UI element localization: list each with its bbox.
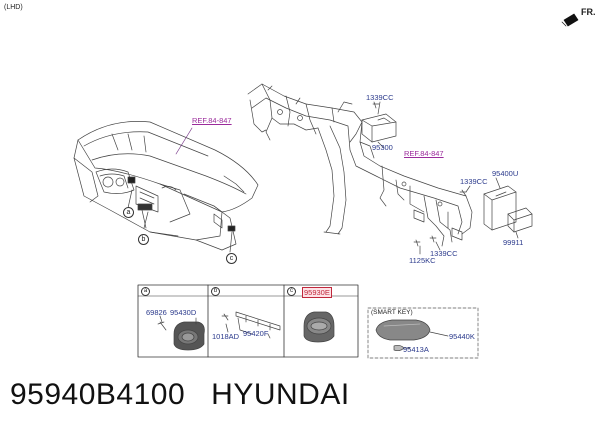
- part-label-99911: 99911: [503, 238, 524, 247]
- bracket-95420f-drawing: [221, 311, 281, 335]
- part-label-1339cc-bot: 1339CC: [430, 249, 458, 258]
- part-label-1018ad: 1018AD: [212, 332, 240, 341]
- part-label-95430d: 95430D: [170, 308, 197, 317]
- caption: 95940B4100 HYUNDAI: [10, 378, 376, 412]
- cross-member-drawing: [247, 83, 473, 247]
- module-95300-drawing: [361, 113, 397, 143]
- bolts: [372, 101, 467, 247]
- part-label-95400u: 95400U: [492, 169, 519, 178]
- variant-label: (LHD): [4, 4, 23, 11]
- switch-95430d-drawing: [157, 321, 205, 351]
- part-label-95420f: 95420F: [243, 329, 269, 338]
- panel-c-tag: c: [287, 287, 296, 296]
- smart-key-title: (SMART KEY): [371, 309, 413, 316]
- direction-label: FR.: [581, 7, 596, 17]
- panel-b-tag: b: [211, 287, 220, 296]
- ref-link-right[interactable]: REF.84-847: [404, 149, 444, 158]
- ref-link-left[interactable]: REF.84-847: [192, 116, 232, 125]
- caption-brand: HYUNDAI: [211, 378, 350, 411]
- callout-c: c: [226, 253, 237, 264]
- dashboard-drawing: [73, 121, 259, 251]
- smart-key-drawing: [375, 319, 449, 352]
- part-label-1339cc-top: 1339CC: [366, 93, 394, 102]
- part-label-1339cc-mid: 1339CC: [460, 177, 488, 186]
- module-95400u-drawing: [483, 185, 533, 233]
- part-label-95300: 95300: [372, 143, 393, 152]
- part-label-1125kc: 1125KC: [409, 256, 436, 265]
- caption-part-number: 95940B4100: [10, 378, 186, 411]
- part-label-95413a: 95413A: [403, 345, 429, 354]
- callout-b: b: [138, 234, 149, 245]
- part-label-95440k: 95440K: [449, 332, 475, 341]
- cover-95930e-drawing: [303, 311, 335, 343]
- callout-a: a: [123, 207, 134, 218]
- panel-a-tag: a: [141, 287, 150, 296]
- part-label-95930e-highlighted[interactable]: 95930E: [302, 287, 332, 298]
- detail-panels: [137, 284, 479, 359]
- part-label-69826: 69826: [146, 308, 167, 317]
